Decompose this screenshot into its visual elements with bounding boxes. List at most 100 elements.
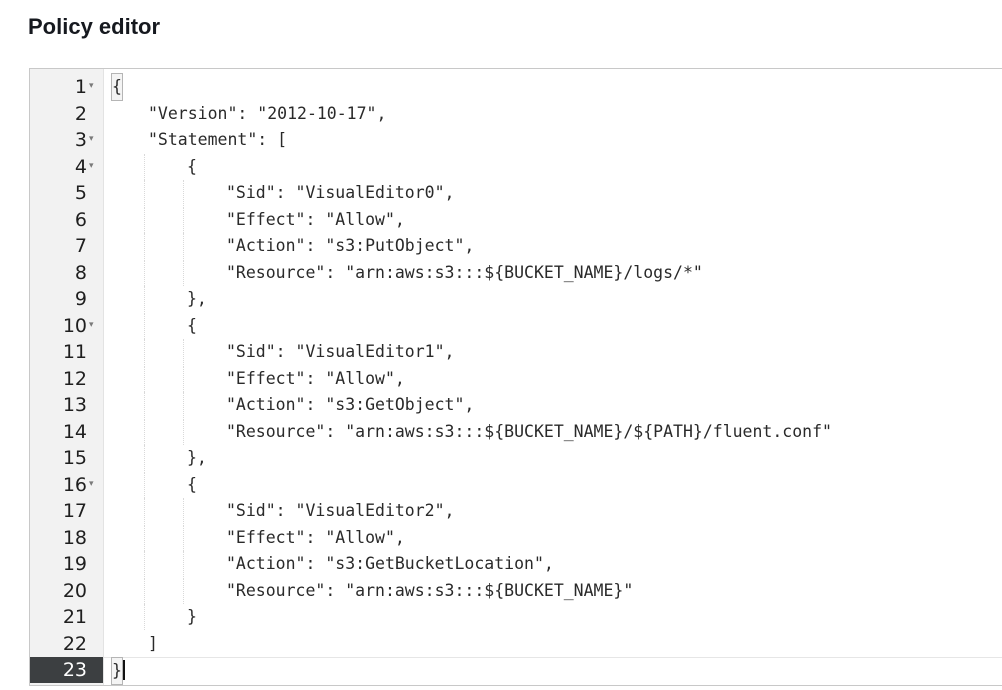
code-line[interactable]: } bbox=[104, 604, 1002, 630]
code-line[interactable]: { bbox=[104, 312, 1002, 339]
indent-guide bbox=[144, 206, 145, 233]
line-number: 9 bbox=[74, 288, 87, 310]
line-number-row: 2 bbox=[30, 101, 103, 127]
code-line[interactable]: { bbox=[104, 471, 1002, 498]
code-line[interactable]: } bbox=[104, 657, 1002, 685]
indent-guide bbox=[144, 577, 145, 604]
line-number: 12 bbox=[62, 367, 87, 390]
line-number-row: 15 bbox=[30, 445, 103, 471]
indent-guide bbox=[144, 365, 145, 392]
line-number-row: 21 bbox=[30, 604, 103, 630]
indent-guide bbox=[144, 418, 145, 445]
code-line[interactable]: { bbox=[104, 153, 1002, 180]
line-number-row: 10▾ bbox=[30, 313, 103, 339]
code-text: "Resource": "arn:aws:s3:::${BUCKET_NAME}… bbox=[226, 580, 634, 600]
code-line[interactable]: ] bbox=[104, 631, 1002, 657]
code-area[interactable]: { "Version": "2012-10-17", "Statement": [ {… bbox=[104, 69, 1002, 685]
indent-guide bbox=[183, 524, 184, 551]
code-text: { bbox=[187, 315, 197, 335]
code-line[interactable]: "Effect": "Allow", bbox=[104, 206, 1002, 233]
code-text: } bbox=[187, 607, 197, 626]
indent-guide bbox=[144, 153, 145, 180]
fold-arrow-icon[interactable]: ▾ bbox=[89, 160, 94, 171]
code-line[interactable]: "Resource": "arn:aws:s3:::${BUCKET_NAME}… bbox=[104, 259, 1002, 286]
code-line[interactable]: "Action": "s3:GetBucketLocation", bbox=[104, 551, 1002, 577]
code-line[interactable]: "Resource": "arn:aws:s3:::${BUCKET_NAME}… bbox=[104, 418, 1002, 445]
line-number: 22 bbox=[62, 632, 87, 655]
code-line[interactable]: "Action": "s3:GetObject", bbox=[104, 392, 1002, 418]
page-title: Policy editor bbox=[28, 14, 161, 39]
code-text: "Effect": "Allow", bbox=[226, 527, 405, 547]
code-text: "Action": "s3:GetBucketLocation", bbox=[226, 554, 554, 573]
code-line[interactable]: "Resource": "arn:aws:s3:::${BUCKET_NAME}… bbox=[104, 577, 1002, 604]
indent-guide bbox=[183, 259, 184, 286]
line-number: 21 bbox=[62, 606, 87, 628]
line-number: 20 bbox=[62, 579, 87, 602]
code-text: { bbox=[187, 474, 197, 494]
code-line[interactable]: "Sid": "VisualEditor1", bbox=[104, 339, 1002, 365]
code-line[interactable]: "Effect": "Allow", bbox=[104, 365, 1002, 392]
code-line[interactable]: "Sid": "VisualEditor0", bbox=[104, 180, 1002, 206]
indent-guide bbox=[144, 604, 145, 630]
line-number: 15 bbox=[62, 447, 87, 469]
line-number: 17 bbox=[62, 500, 87, 522]
code-line[interactable]: "Statement": [ bbox=[104, 127, 1002, 153]
line-number-row: 9 bbox=[30, 286, 103, 312]
code-line[interactable]: "Sid": "VisualEditor2", bbox=[104, 498, 1002, 524]
code-text: { bbox=[187, 156, 197, 176]
indent-guide bbox=[144, 524, 145, 551]
indent-guide bbox=[144, 551, 145, 577]
indent-guide bbox=[144, 259, 145, 286]
code-text: "Resource": "arn:aws:s3:::${BUCKET_NAME}… bbox=[226, 262, 703, 282]
line-number-row: 6 bbox=[30, 207, 103, 233]
indent-guide bbox=[144, 180, 145, 206]
indent-guide bbox=[183, 551, 184, 577]
fold-arrow-icon[interactable]: ▾ bbox=[89, 134, 94, 144]
indent-guide bbox=[144, 339, 145, 365]
code-text: { bbox=[111, 73, 123, 101]
code-text: "Version": "2012-10-17", bbox=[148, 103, 387, 123]
line-number-row: 1▾ bbox=[30, 74, 103, 100]
line-number-row: 14 bbox=[30, 419, 103, 445]
line-number: 2 bbox=[74, 102, 87, 125]
indent-guide bbox=[144, 286, 145, 312]
line-number: 18 bbox=[62, 526, 87, 549]
fold-arrow-icon[interactable]: ▾ bbox=[89, 319, 94, 330]
code-line[interactable]: "Effect": "Allow", bbox=[104, 524, 1002, 551]
code-line[interactable]: }, bbox=[104, 445, 1002, 471]
code-line[interactable]: "Version": "2012-10-17", bbox=[104, 101, 1002, 127]
line-number-row: 19 bbox=[30, 551, 103, 577]
indent-guide bbox=[144, 312, 145, 339]
line-number-row: 23 bbox=[30, 657, 103, 683]
indent-guide bbox=[144, 392, 145, 418]
line-number: 23 bbox=[62, 659, 87, 681]
indent-guide bbox=[144, 445, 145, 471]
line-number-row: 8 bbox=[30, 260, 103, 286]
line-number-row: 7 bbox=[30, 233, 103, 259]
line-number: 4 bbox=[74, 155, 87, 178]
code-text: }, bbox=[187, 289, 207, 308]
line-number-row: 17 bbox=[30, 498, 103, 524]
line-number-row: 3▾ bbox=[30, 127, 103, 153]
line-number: 16 bbox=[62, 473, 87, 496]
code-text: "Action": "s3:GetObject", bbox=[226, 395, 475, 414]
code-line[interactable]: }, bbox=[104, 286, 1002, 312]
indent-guide bbox=[183, 365, 184, 392]
code-line[interactable]: { bbox=[104, 73, 1002, 101]
code-text: "Sid": "VisualEditor2", bbox=[226, 501, 455, 520]
line-number-row: 13 bbox=[30, 392, 103, 418]
indent-guide bbox=[144, 498, 145, 524]
code-line[interactable]: "Action": "s3:PutObject", bbox=[104, 233, 1002, 259]
line-number: 13 bbox=[62, 394, 87, 416]
fold-arrow-icon[interactable]: ▾ bbox=[89, 478, 94, 489]
matched-bracket: { bbox=[111, 73, 123, 101]
code-text: "Action": "s3:PutObject", bbox=[226, 236, 475, 255]
code-text: "Effect": "Allow", bbox=[226, 209, 405, 229]
fold-arrow-icon[interactable]: ▾ bbox=[89, 81, 94, 91]
line-number: 11 bbox=[62, 341, 87, 363]
indent-guide bbox=[183, 498, 184, 524]
line-number: 14 bbox=[62, 420, 87, 443]
code-text: "Statement": [ bbox=[148, 130, 288, 149]
